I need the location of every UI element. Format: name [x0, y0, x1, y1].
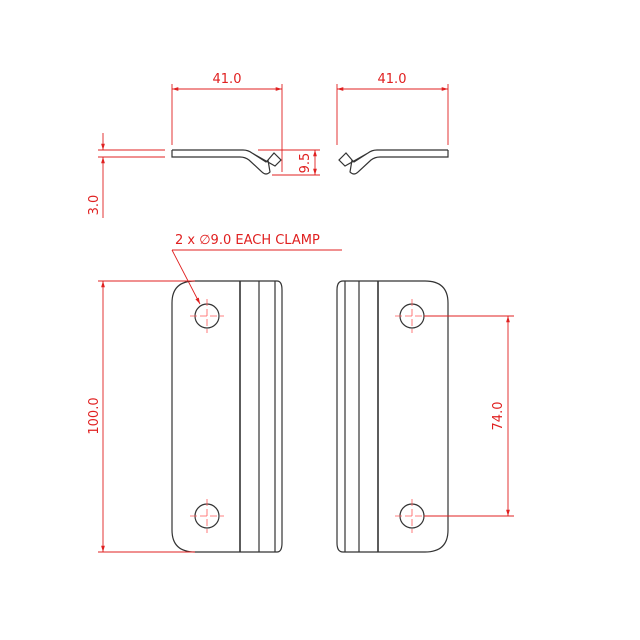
- bend-depth-label: 9.5: [298, 153, 313, 174]
- height-dimension: 100.0: [87, 280, 195, 553]
- hole-spacing-label: 74.0: [491, 402, 506, 431]
- right-clamp-front-view: [336, 280, 449, 553]
- thickness-label: 3.0: [87, 195, 102, 216]
- right-width-dimension: 41.0: [336, 72, 449, 145]
- bend-depth-dimension: 9.5: [258, 149, 320, 176]
- hole-spacing-dimension: 74.0: [424, 315, 514, 517]
- left-clamp-side-profile: [171, 149, 282, 175]
- height-label: 100.0: [87, 397, 102, 434]
- hole-callout: 2 x ∅9.0 EACH CLAMP: [171, 233, 342, 305]
- hole-note-label: 2 x ∅9.0 EACH CLAMP: [175, 233, 320, 248]
- left-width-label: 41.0: [213, 72, 242, 87]
- thickness-dimension: 3.0: [87, 133, 165, 218]
- left-width-dimension: 41.0: [171, 72, 283, 172]
- right-clamp-side-profile: [338, 149, 449, 175]
- left-clamp-front-view: [171, 280, 283, 553]
- right-width-label: 41.0: [378, 72, 407, 87]
